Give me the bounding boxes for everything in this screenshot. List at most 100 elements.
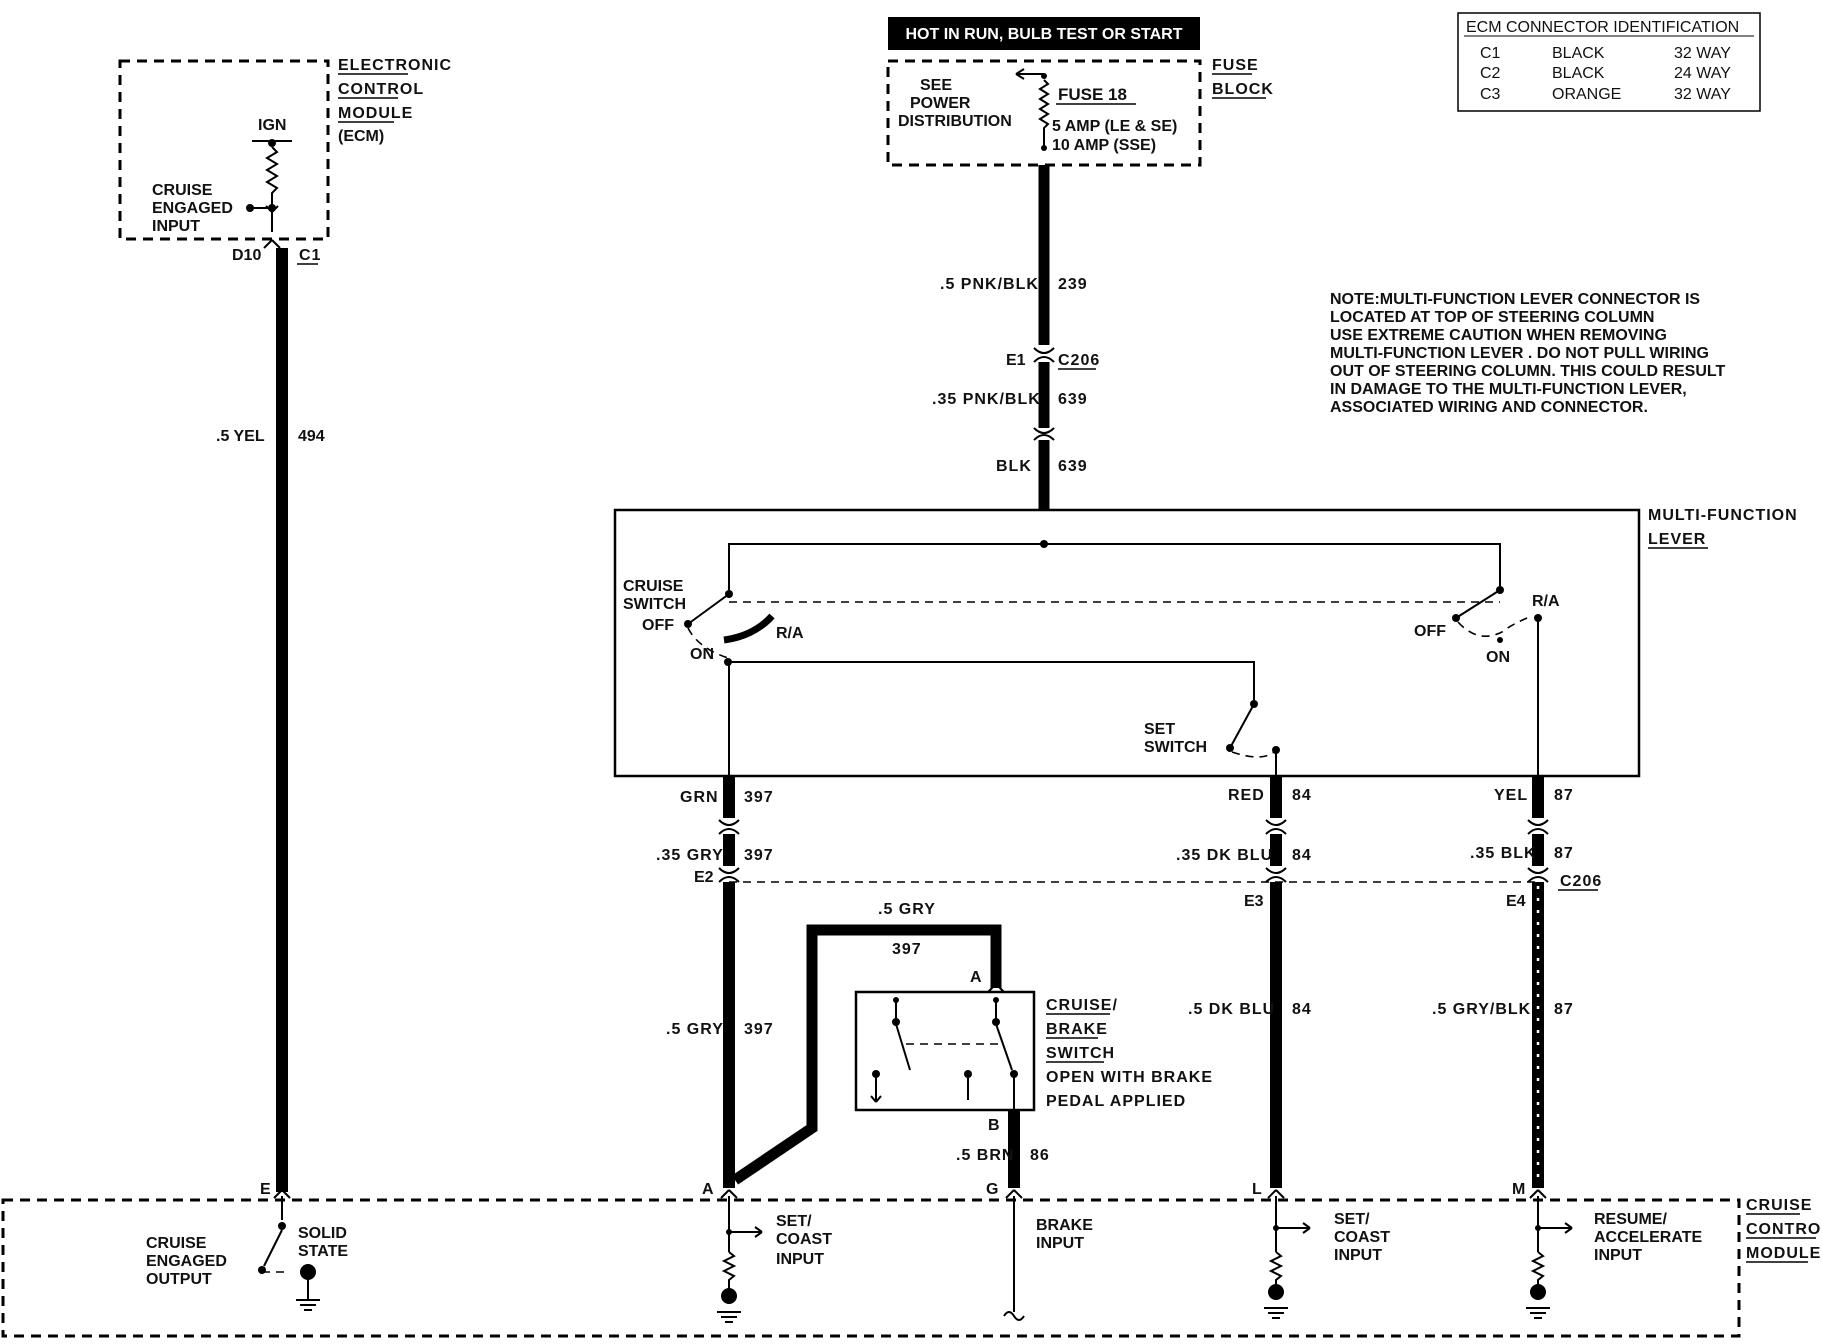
cruise-switch-ra-left: R/A [776, 625, 804, 642]
wire-dkblu35-circuit: 84 [1292, 847, 1312, 864]
cruise-control-module: CRUISE CONTROL MODULE E CRUISE ENGAGED O… [1, 1181, 1822, 1338]
wire-grn-color: GRN [680, 789, 719, 806]
brake-switch-label-3: SWITCH [1046, 1045, 1115, 1062]
c206-pin-e1: E1 [1006, 352, 1026, 369]
ccm-l-arrow-icon [1276, 1222, 1311, 1234]
fuse-see-1: SEE [920, 77, 952, 94]
feed-w2-circuit: 639 [1058, 391, 1088, 408]
wire-yel-494: .5 YEL 494 [216, 248, 325, 1192]
wire-gry5-circuit: 397 [744, 1021, 774, 1038]
cruise-switch-off-right: OFF [1414, 623, 1446, 640]
c206-e4-connector-icon [1527, 867, 1549, 883]
mfl-connector-87-icon [1527, 819, 1549, 835]
brake-switch-label-2: BRAKE [1046, 1021, 1108, 1038]
brake-switch-pin-b: B [988, 1117, 1000, 1134]
ccm-set-coast-2: COAST [776, 1231, 832, 1248]
ccm-pin-a: A [702, 1181, 714, 1198]
ecm-table-row2-ways: 24 WAY [1674, 65, 1731, 82]
ccm-output-3: OUTPUT [146, 1271, 212, 1288]
fuse-block-label-2: BLOCK [1212, 81, 1274, 98]
fuse-name: FUSE 18 [1058, 85, 1127, 104]
ccm-pin-l: L [1252, 1181, 1262, 1198]
ecm-table-row3-color: ORANGE [1552, 86, 1621, 103]
wire-gry5-color: .5 GRY [666, 1021, 724, 1038]
ecm-label-1: ELECTRONIC [338, 57, 452, 74]
wire-dkblu5-color: .5 DK BLU [1188, 1001, 1275, 1018]
wire-gry35-circuit: 397 [744, 847, 774, 864]
ccm-brake-1: BRAKE [1036, 1217, 1093, 1234]
note-line-2: LOCATED AT TOP OF STEERING COLUMN [1330, 309, 1654, 326]
wire-grayblk-color: .5 GRY/BLK [1432, 1001, 1531, 1018]
ccm-pin-g-icon [1005, 1189, 1023, 1199]
ecm-connector-c1: C1 [299, 247, 321, 264]
ccm-output-2: ENGAGED [146, 1253, 227, 1270]
wire-brn-circuit: 86 [1030, 1147, 1050, 1164]
ecm-table-row2-color: BLACK [1552, 65, 1605, 82]
brake-switch-label-1: CRUISE/ [1046, 997, 1118, 1014]
ecm-table-row1-color: BLACK [1552, 45, 1605, 62]
ecm-input-line-1: CRUISE [152, 182, 213, 199]
cruise-switch-on-left: ON [690, 646, 714, 663]
mfl-connector-397-icon [718, 819, 740, 835]
ccm-output-1: CRUISE [146, 1235, 207, 1252]
c206-pin-e2: E2 [694, 869, 714, 886]
mfl-label-2: LEVER [1648, 531, 1706, 548]
fuse-header-text: HOT IN RUN, BULB TEST OR START [905, 26, 1182, 43]
brake-switch-note-1: OPEN WITH BRAKE [1046, 1069, 1213, 1086]
ecm-table-row3-conn: C3 [1480, 86, 1501, 103]
ccm-label-2: CONTROL [1746, 1221, 1822, 1238]
fuse-rating-2: 10 AMP (SSE) [1052, 137, 1156, 154]
brake-switch-pin-a: A [970, 969, 982, 986]
wire-yel87-color: YEL [1494, 787, 1528, 804]
wire-yel87-circuit: 87 [1554, 787, 1574, 804]
note-line-4: MULTI-FUNCTION LEVER . DO NOT PULL WIRIN… [1330, 345, 1709, 362]
wire-gry35-color: .35 GRY [656, 847, 724, 864]
fuse-see-2: POWER [910, 95, 971, 112]
fuse-see-3: DISTRIBUTION [898, 113, 1012, 130]
ccm-set-coast2-3: INPUT [1334, 1247, 1382, 1264]
ecm-label-4: (ECM) [338, 128, 384, 145]
wire-red-color: RED [1228, 787, 1265, 804]
wire-dkblu5-circuit: 84 [1292, 1001, 1312, 1018]
ccm-label-1: CRUISE [1746, 1197, 1812, 1214]
see-arrow-icon [1015, 68, 1044, 80]
ecm-connector-icon [263, 239, 281, 249]
cruise-switch-label-2: SWITCH [623, 596, 686, 613]
ccm-resume-1: RESUME/ [1594, 1211, 1667, 1228]
ccm-pin-l-icon [1267, 1189, 1285, 1199]
ecm-pullup-resistor-icon [265, 146, 279, 210]
wire-yel-circuit: 494 [298, 428, 325, 445]
ecm-pin-d10: D10 [232, 247, 261, 264]
ecm-ign-label: IGN [258, 117, 286, 134]
cruise-brake-switch: A CRUISE/ BRAKE SWITCH OPEN WITH BRAKE P… [854, 969, 1213, 1188]
multifunction-lever-block: MULTI-FUNCTION LEVER CRUISE SWITCH OFF O… [613, 507, 1797, 778]
ecm-input-line-3: INPUT [152, 218, 200, 235]
c206-label-top: C206 [1058, 352, 1100, 369]
feed-w3-color: BLK [996, 458, 1032, 475]
cruise-switch-ra-right: R/A [1532, 593, 1560, 610]
wire-blk35-color: .35 BLK [1470, 845, 1537, 862]
ccm-resume-3: INPUT [1594, 1247, 1642, 1264]
wire-feed-239-639: .5 PNK/BLK 239 E1 C206 .35 PNK/BLK 639 B… [932, 165, 1100, 510]
ccm-set-coast2-2: COAST [1334, 1229, 1390, 1246]
c206-e3-connector-icon [1265, 867, 1287, 883]
jumper-circuit: 397 [892, 941, 922, 958]
ccm-pin-g: G [986, 1181, 998, 1198]
right-switch-contact-icon [1455, 589, 1501, 619]
mfl-connector-84-icon [1265, 819, 1287, 835]
fuse-header-bar [888, 17, 1200, 50]
wire-blk35-circuit: 87 [1554, 845, 1574, 862]
lever-connector-icon [1033, 427, 1055, 441]
ecm-table-row1-conn: C1 [1480, 45, 1501, 62]
ccm-pin-m: M [1512, 1181, 1525, 1198]
wire-87: YEL 87 .35 BLK 87 E4 C206 .5 GRY/BLK 87 [1432, 776, 1601, 1188]
fuse-18-icon [1038, 79, 1050, 148]
note-line-7: ASSOCIATED WIRING AND CONNECTOR. [1330, 399, 1648, 416]
c206-e2-connector-icon [718, 867, 740, 883]
ccm-pin-e: E [260, 1181, 271, 1198]
ccm-resume-2: ACCELERATE [1594, 1229, 1702, 1246]
wire-84: RED 84 .35 DK BLU 84 E3 .5 DK BLU 84 [1176, 776, 1312, 1188]
cruise-switch-contact-icon [687, 593, 730, 625]
c206-pin-e4: E4 [1506, 893, 1526, 910]
